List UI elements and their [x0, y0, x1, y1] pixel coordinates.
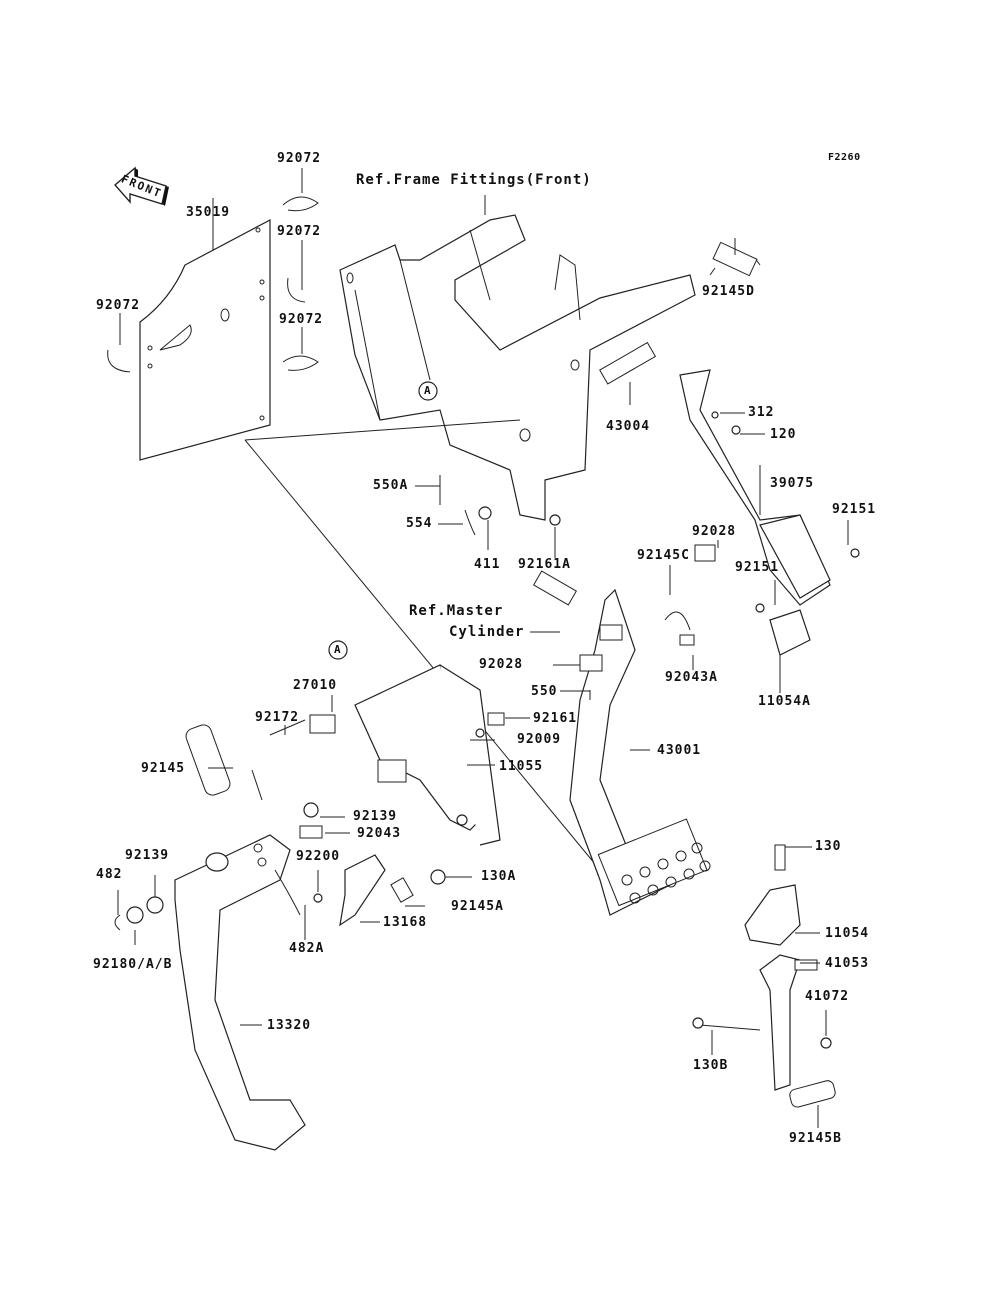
- part-label-92028[interactable]: 92028: [692, 524, 737, 539]
- marker-a-circle: [418, 381, 438, 401]
- part-label-92145[interactable]: 92145: [141, 761, 186, 776]
- part-label-554[interactable]: 554: [406, 516, 433, 531]
- part-label-27010[interactable]: 27010: [293, 678, 338, 693]
- part-label-92072[interactable]: 92072: [279, 312, 324, 327]
- part-label-92200[interactable]: 92200: [296, 849, 341, 864]
- figure-code: F2260: [828, 152, 861, 163]
- panel-35019: [139, 198, 271, 461]
- part-label-92072[interactable]: 92072: [277, 224, 322, 239]
- part-label-482[interactable]: 482: [96, 867, 123, 882]
- ref-master-cylinder-line2: Cylinder: [449, 624, 525, 640]
- marker-a-circle: [328, 640, 348, 660]
- part-label-92028[interactable]: 92028: [479, 657, 524, 672]
- clamp-parts-92072: [107, 168, 319, 373]
- leader-lines: [208, 412, 849, 1026]
- marker-a: A: [424, 384, 432, 397]
- part-label-130B[interactable]: 130B: [693, 1058, 729, 1073]
- part-label-130[interactable]: 130: [815, 839, 842, 854]
- part-label-411[interactable]: 411: [474, 557, 501, 572]
- part-label-130A[interactable]: 130A: [481, 869, 517, 884]
- part-label-92151[interactable]: 92151: [832, 502, 877, 517]
- front-arrow-icon: [114, 166, 169, 206]
- part-label-312[interactable]: 312: [748, 405, 775, 420]
- part-label-92161A[interactable]: 92161A: [518, 557, 571, 572]
- spring-92145: [185, 724, 263, 801]
- part-label-35019[interactable]: 35019: [186, 205, 231, 220]
- part-label-550A[interactable]: 550A: [373, 478, 409, 493]
- part-label-13168[interactable]: 13168: [383, 915, 428, 930]
- bracket-assembly-11054: [692, 844, 836, 1128]
- part-label-41053[interactable]: 41053: [825, 956, 870, 971]
- part-label-13320[interactable]: 13320: [267, 1018, 312, 1033]
- marker-a: A: [334, 643, 342, 656]
- part-label-43004[interactable]: 43004: [606, 419, 651, 434]
- lever-39075: [679, 369, 860, 693]
- part-label-92009[interactable]: 92009: [517, 732, 562, 747]
- part-label-43001[interactable]: 43001: [657, 743, 702, 758]
- part-label-39075[interactable]: 39075: [770, 476, 815, 491]
- part-label-41072[interactable]: 41072: [805, 989, 850, 1004]
- part-label-92161[interactable]: 92161: [533, 711, 578, 726]
- small-parts: [439, 475, 578, 606]
- part-label-482A[interactable]: 482A: [289, 941, 325, 956]
- part-label-92072[interactable]: 92072: [96, 298, 141, 313]
- part-label-92145A[interactable]: 92145A: [451, 899, 504, 914]
- shaft-43004: [599, 341, 657, 405]
- pedal-43001: [569, 544, 716, 916]
- left-pedal-small-parts: [114, 802, 414, 945]
- part-label-92151[interactable]: 92151: [735, 560, 780, 575]
- part-label-11055[interactable]: 11055: [499, 759, 544, 774]
- part-label-92145B[interactable]: 92145B: [789, 1131, 842, 1146]
- part-label-92180-a-b[interactable]: 92180/A/B: [93, 957, 173, 972]
- part-label-92043A[interactable]: 92043A: [665, 670, 718, 685]
- part-label-11054[interactable]: 11054: [825, 926, 870, 941]
- bracket-11055: [269, 664, 505, 885]
- part-label-92043[interactable]: 92043: [357, 826, 402, 841]
- part-label-11054A[interactable]: 11054A: [758, 694, 811, 709]
- pedal-13320: [174, 834, 306, 1151]
- part-label-550[interactable]: 550: [531, 684, 558, 699]
- part-label-92145C[interactable]: 92145C: [637, 548, 690, 563]
- part-label-92145D[interactable]: 92145D: [702, 284, 755, 299]
- part-label-92139[interactable]: 92139: [125, 848, 170, 863]
- spring-92145D: [709, 238, 761, 277]
- part-label-92139[interactable]: 92139: [353, 809, 398, 824]
- ref-frame-fittings: Ref.Frame Fittings(Front): [356, 172, 592, 188]
- frame-assembly: [244, 195, 696, 871]
- ref-master-cylinder-line1: Ref.Master: [409, 603, 504, 619]
- part-label-92072[interactable]: 92072: [277, 151, 322, 166]
- part-label-120[interactable]: 120: [770, 427, 797, 442]
- part-label-92172[interactable]: 92172: [255, 710, 300, 725]
